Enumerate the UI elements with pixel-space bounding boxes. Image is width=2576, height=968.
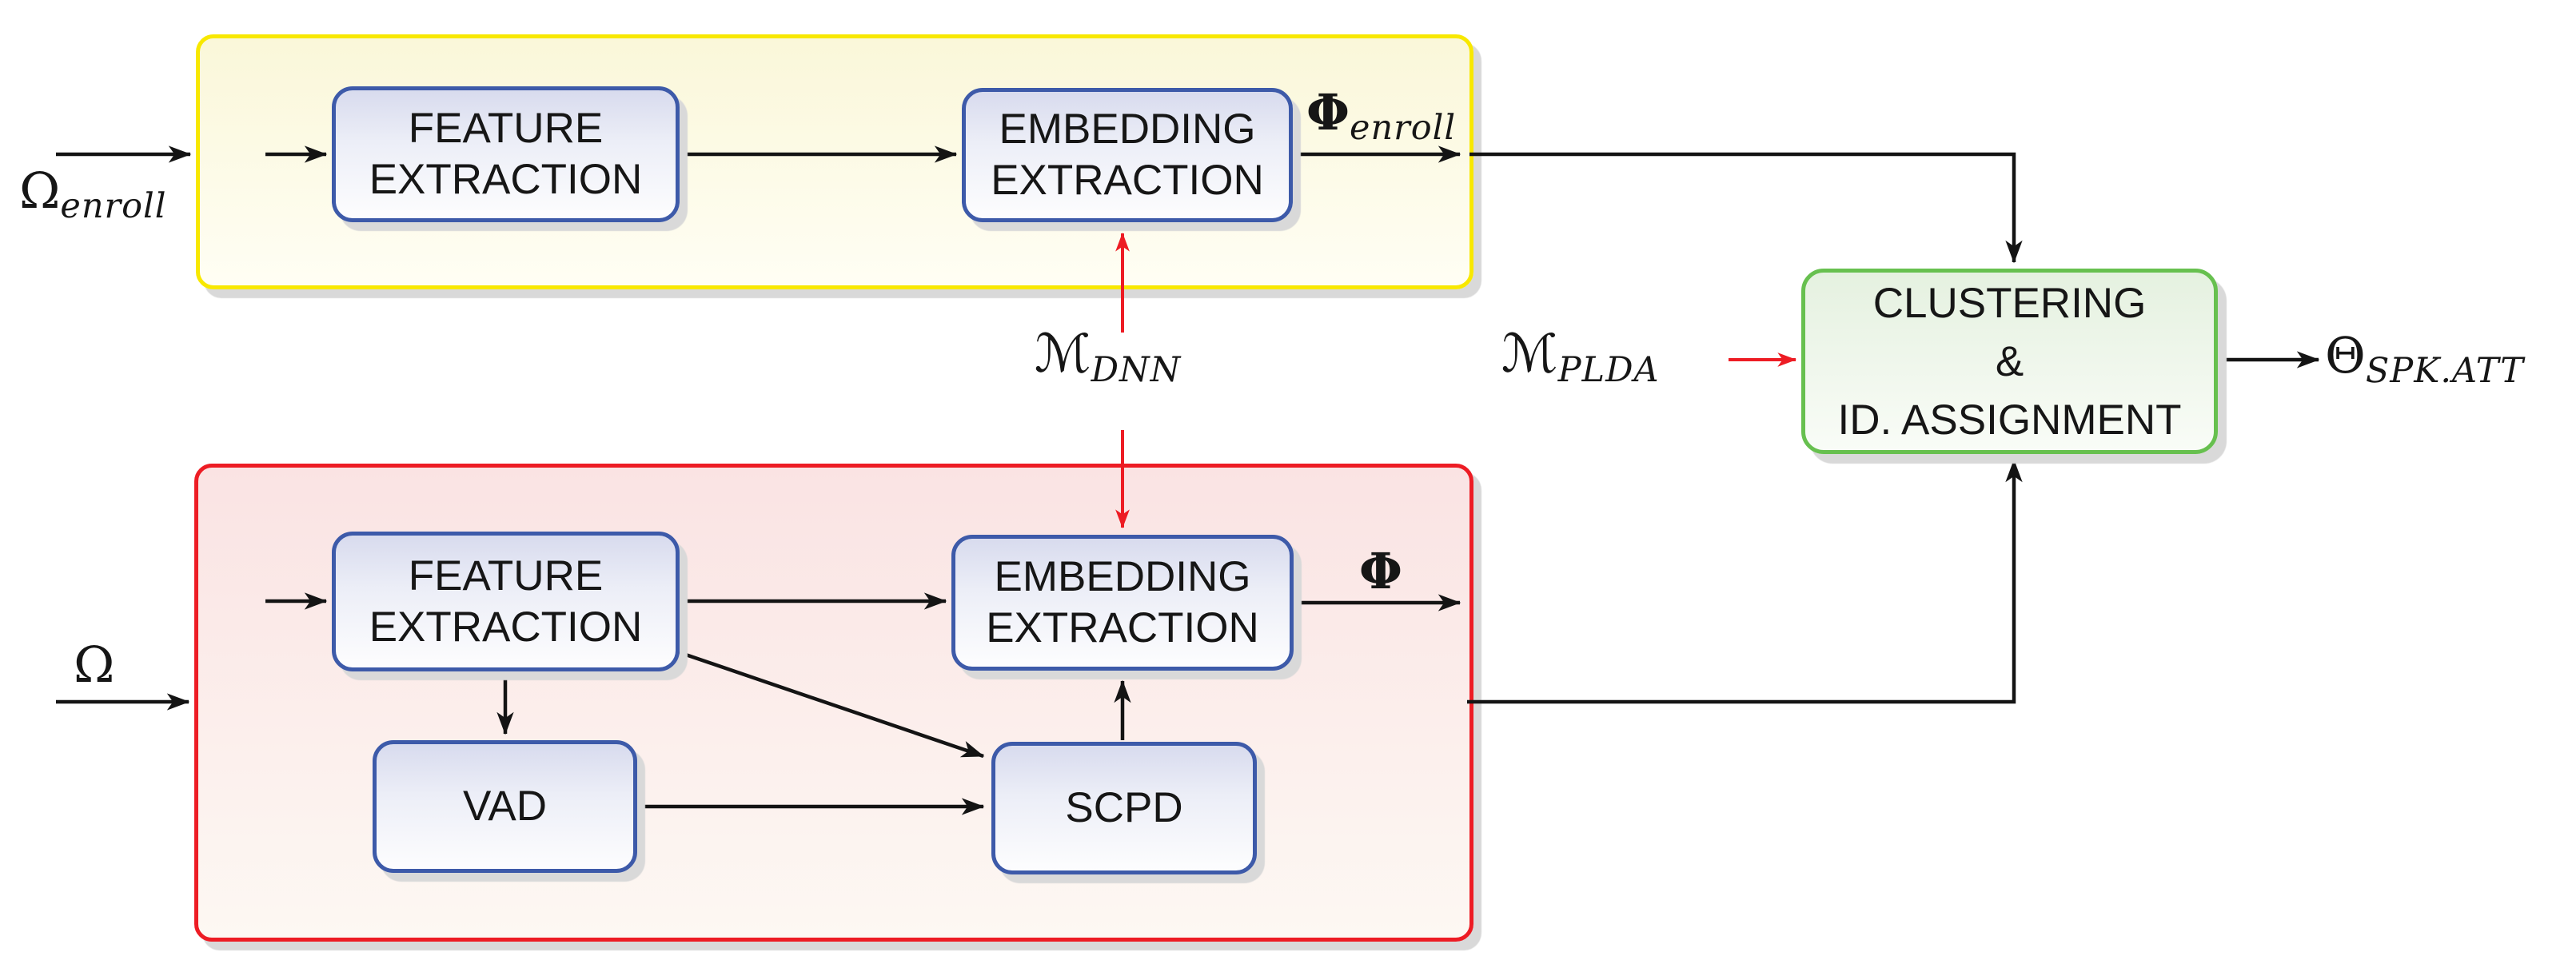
wire-phi-to-clustering [1467,459,2023,704]
model-plda-subscript: PLDA [1557,350,1660,391]
wire-phi-enroll-to-clustering [1469,152,2023,264]
vad-box: VAD [373,740,637,873]
omega-enroll-subscript: enroll [60,186,167,227]
phi-enroll-subscript: enroll [1350,108,1457,149]
omega-enroll-label: Ωenroll [19,161,167,226]
script-m-symbol: ℳ [1501,323,1558,384]
omega-symbol: Ω [74,635,115,694]
box-label-line: ID. ASSIGNMENT [1837,396,2182,444]
theta-output-label: ΘSPK.ATT [2325,326,2524,391]
theta-symbol: Θ [2325,326,2366,384]
box-label-line: EMBEDDING [994,553,1251,600]
script-m-symbol: ℳ [1035,323,1091,384]
box-label-line: EXTRACTION [991,157,1264,204]
scpd-box: SCPD [991,742,1257,874]
box-label-line: CLUSTERING [1872,279,2147,327]
model-dnn-subscript: DNN [1091,350,1182,391]
phi-enroll-label: Φenroll [1306,83,1456,148]
test-embedding-extraction-box: EMBEDDING EXTRACTION [951,535,1294,671]
box-label-line: SCPD [1065,784,1183,831]
box-label-line: & [1995,337,2024,385]
enroll-embedding-extraction-box: EMBEDDING EXTRACTION [962,88,1293,222]
clustering-id-assignment-box: CLUSTERING & ID. ASSIGNMENT [1801,269,2218,454]
enroll-feature-extraction-box: FEATURE EXTRACTION [332,86,680,222]
theta-output-subscript: SPK.ATT [2365,351,2524,392]
omega-symbol: Ω [19,161,61,220]
box-label-line: EXTRACTION [369,156,643,203]
box-label-line: EXTRACTION [986,604,1259,651]
box-label-line: VAD [462,783,548,830]
phi-symbol: Φ [1306,83,1350,141]
test-feature-extraction-box: FEATURE EXTRACTION [332,532,680,671]
box-label-line: EMBEDDING [999,106,1256,153]
model-plda-label: ℳPLDA [1501,323,1660,390]
box-label-line: FEATURE [408,105,604,152]
box-label-line: EXTRACTION [369,603,643,651]
model-dnn-label: ℳDNN [1035,323,1181,390]
omega-test-label: Ω [74,635,114,694]
box-label-line: FEATURE [408,552,604,600]
phi-symbol: Φ [1359,542,1403,600]
phi-test-label: Φ [1359,542,1402,600]
